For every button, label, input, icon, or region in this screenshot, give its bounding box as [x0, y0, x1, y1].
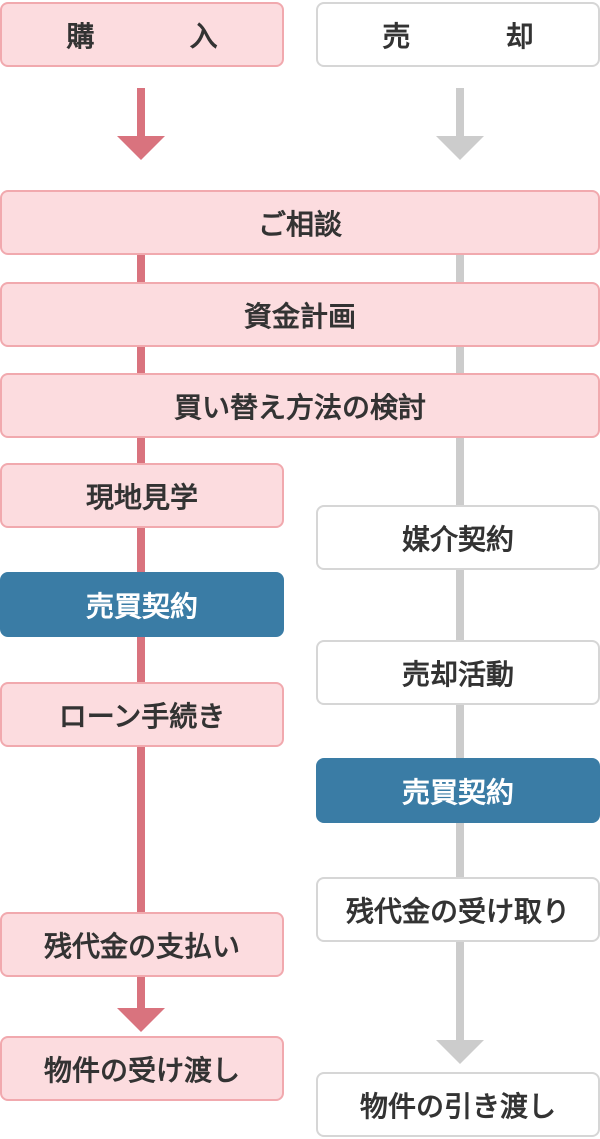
- buy-step-loan: ローン手続き: [0, 682, 284, 747]
- step-funding: 資金計画: [0, 282, 600, 347]
- sell-step-handover: 物件の引き渡し: [316, 1072, 600, 1137]
- buy-step-viewing: 現地見学: [0, 463, 284, 528]
- buy-step-payment: 残代金の支払い: [0, 912, 284, 977]
- step-replacement-review: 買い替え方法の検討: [0, 373, 600, 438]
- sell-step-activity: 売却活動: [316, 640, 600, 705]
- step-consult: ご相談: [0, 190, 600, 255]
- buy-flow-line-top: [137, 88, 145, 138]
- sell-header: 売 却: [316, 2, 600, 67]
- sell-step-mediation: 媒介契約: [316, 505, 600, 570]
- sell-flow-line-top: [456, 88, 464, 138]
- sell-step-receipt: 残代金の受け取り: [316, 877, 600, 942]
- buy-step-contract: 売買契約: [0, 572, 284, 637]
- buy-header: 購 入: [0, 2, 284, 67]
- sell-step-contract: 売買契約: [316, 758, 600, 823]
- sell-arrow-down-icon-bottom: [436, 1040, 484, 1064]
- buy-arrow-down-icon-bottom: [117, 1008, 165, 1032]
- buy-arrow-down-icon: [117, 136, 165, 160]
- sell-arrow-down-icon: [436, 136, 484, 160]
- buy-step-handover: 物件の受け渡し: [0, 1036, 284, 1101]
